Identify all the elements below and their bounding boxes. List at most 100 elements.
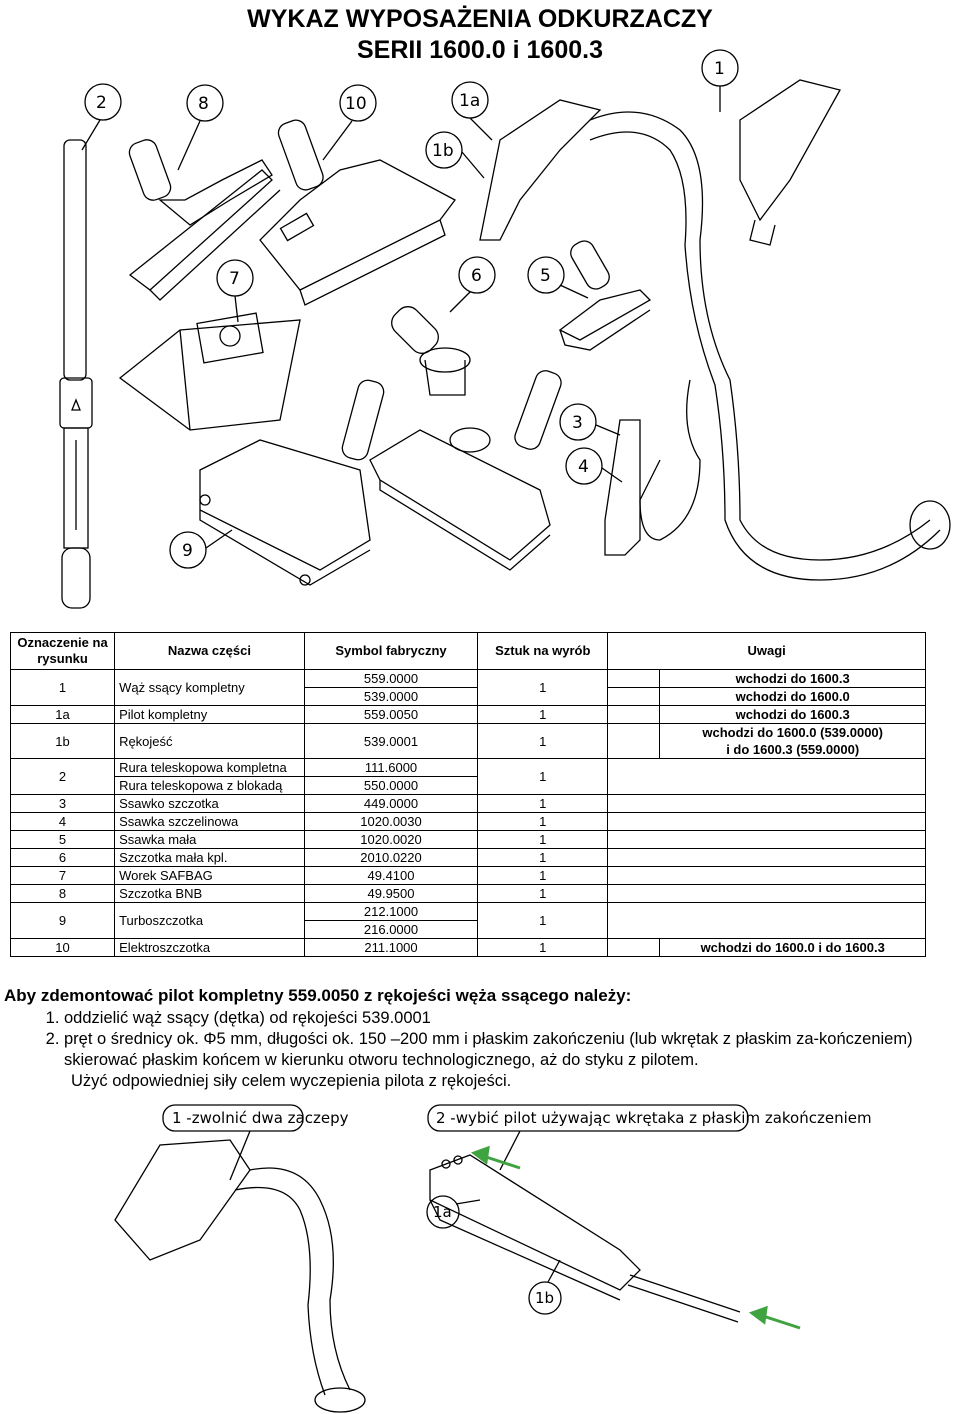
row-designation: 6	[9, 848, 116, 867]
label-1b: 1b	[528, 1259, 562, 1315]
page-title: WYKAZ WYPOSAŻENIA ODKURZACZY SERII 1600.…	[0, 4, 960, 66]
instruction-note: Użyć odpowiedniej siły celem wyczepienia…	[71, 1072, 512, 1090]
callout-3-text: 3	[572, 413, 583, 433]
floor-brush-8-drawing	[128, 139, 281, 301]
row-symbol: 559.0000	[303, 669, 479, 688]
arrow-right-head-icon	[748, 1305, 768, 1325]
callout-9: 9	[169, 529, 233, 569]
row-note: wchodzi do 1600.3	[659, 705, 926, 724]
table-row: 5 Ssawka mała 1020.0020 1	[9, 830, 926, 849]
small-brush-drawing	[391, 306, 471, 396]
header-designation: Oznaczenie na rysunku	[9, 632, 116, 670]
row-symbol: 449.0000	[303, 794, 479, 813]
right-handle-drawing	[429, 1154, 741, 1323]
table-row: 2 Rura teleskopowa kompletna 111.6000 1	[9, 758, 926, 795]
row-name: Elektroszczotka	[114, 938, 305, 957]
row-note: wchodzi do 1600.0 i do 1600.3	[659, 938, 926, 957]
label-1b-text: 1b	[535, 1289, 554, 1307]
left-hose-drawing	[114, 1139, 366, 1413]
row-name: Szczotka BNB	[114, 884, 305, 903]
hose-assembly-drawing	[479, 79, 951, 581]
floor-brush-10-drawing	[259, 119, 456, 306]
row-designation: 7	[9, 866, 116, 885]
table-row: 7 Worek SAFBAG 49.4100 1	[9, 866, 926, 885]
row-note: wchodzi do 1600.3	[659, 669, 926, 688]
table-row: 6 Szczotka mała kpl. 2010.0220 1	[9, 848, 926, 867]
parts-table: Oznaczenie na rysunku Nazwa części Symbo…	[9, 632, 926, 957]
row-name: Turboszczotka	[114, 902, 305, 939]
callout-5-text: 5	[540, 266, 551, 286]
row-name: Ssawka mała	[114, 830, 305, 849]
dust-bag-drawing	[118, 312, 301, 431]
row-symbol: 550.0000	[303, 776, 479, 795]
row-name: Rękojeść	[114, 723, 305, 759]
callout-1b: 1b	[425, 131, 485, 179]
row-symbol: 1020.0020	[303, 830, 479, 849]
row-name: Szczotka mała kpl.	[114, 848, 305, 867]
instructions-heading: Aby zdemontować pilot kompletny 559.0050…	[4, 986, 632, 1005]
row-designation: 10	[9, 938, 116, 957]
header-name: Nazwa części	[114, 632, 305, 670]
instruction-step-2: pręt o średnicy ok. Φ5 mm, długości ok. …	[64, 1029, 944, 1071]
row-designation: 1a	[9, 705, 116, 724]
callout-1b-text: 1b	[432, 141, 454, 161]
callout-7: 7	[216, 259, 254, 323]
row-symbol: 212.1000	[303, 902, 479, 921]
electro-brush-drawing	[369, 370, 562, 571]
row-qty: 1	[477, 938, 609, 957]
row-designation: 8	[9, 884, 116, 903]
arrow-right-icon	[759, 1313, 801, 1330]
row-symbol: 539.0000	[303, 687, 479, 706]
row-designation: 4	[9, 812, 116, 831]
callout-1a: 1a	[451, 81, 493, 141]
callout-3: 3	[559, 403, 621, 441]
arrow-left-head-icon	[470, 1145, 490, 1165]
table-header-row: Oznaczenie na rysunku Nazwa części Symbo…	[9, 632, 926, 670]
row-name: Ssawko szczotka	[114, 794, 305, 813]
row-qty: 1	[477, 794, 609, 813]
row-qty: 1	[477, 902, 609, 939]
row-qty: 1	[477, 723, 609, 759]
row-designation: 1b	[9, 723, 116, 759]
callout-1: 1	[701, 49, 739, 112]
row-designation: 3	[9, 794, 116, 813]
title-line-2: SERII 1600.0 i 1600.3	[356, 36, 603, 64]
label-1a-text: 1a	[433, 1203, 452, 1221]
row-name: Wąż ssący kompletny	[114, 669, 305, 706]
row-symbol: 559.0050	[303, 705, 479, 724]
callout-9-text: 9	[182, 541, 193, 561]
disassembly-instructions: Aby zdemontować pilot kompletny 559.0050…	[4, 985, 944, 1092]
row-symbol: 216.0000	[303, 920, 479, 939]
row-symbol: 111.6000	[303, 758, 479, 777]
callout-2: 2	[81, 83, 122, 151]
callout-6: 6	[449, 256, 496, 313]
telescopic-tube-drawing	[59, 139, 93, 609]
table-row: 1 Wąż ssący kompletny 559.0000 1 wchodzi…	[9, 669, 926, 706]
row-qty: 1	[477, 669, 609, 706]
table-row: 4 Ssawka szczelinowa 1020.0030 1	[9, 812, 926, 831]
row-name: Ssawka szczelinowa	[114, 812, 305, 831]
row-note: wchodzi do 1600.0 (539.0000)	[659, 723, 926, 741]
callout-4-text: 4	[578, 457, 589, 477]
callout-5: 5	[527, 256, 589, 299]
row-name: Rura teleskopowa z blokadą	[114, 776, 305, 795]
row-symbol: 49.4100	[303, 866, 479, 885]
table-row: 1b Rękojeść 539.0001 1 wchodzi do 1600.0…	[9, 723, 926, 759]
small-nozzle-drawing	[558, 240, 652, 351]
row-symbol: 49.9500	[303, 884, 479, 903]
callout-10: 10	[322, 84, 377, 161]
row-note: i do 1600.3 (559.0000)	[659, 741, 926, 759]
row-qty: 1	[477, 758, 609, 795]
instruction-step-1: oddzielić wąż ssący (dętka) od rękojeści…	[64, 1008, 944, 1029]
row-designation: 2	[9, 758, 116, 795]
table-row: 8 Szczotka BNB 49.9500 1	[9, 884, 926, 903]
row-qty: 1	[477, 705, 609, 724]
row-name: Pilot kompletny	[114, 705, 305, 724]
table-row: i do 1600.3 (559.0000)	[11, 741, 926, 759]
callout-10-text: 10	[345, 94, 367, 114]
callout-release-latches-text: 1 -zwolnić dwa zaczepy	[172, 1109, 349, 1127]
table-row: 10 Elektroszczotka 211.1000 1 wchodzi do…	[9, 938, 926, 957]
header-notes: Uwagi	[607, 632, 926, 670]
instructions-steps: oddzielić wąż ssący (dętka) od rękojeści…	[4, 1008, 944, 1071]
table-row: 1a Pilot kompletny 559.0050 1 wchodzi do…	[9, 705, 926, 724]
